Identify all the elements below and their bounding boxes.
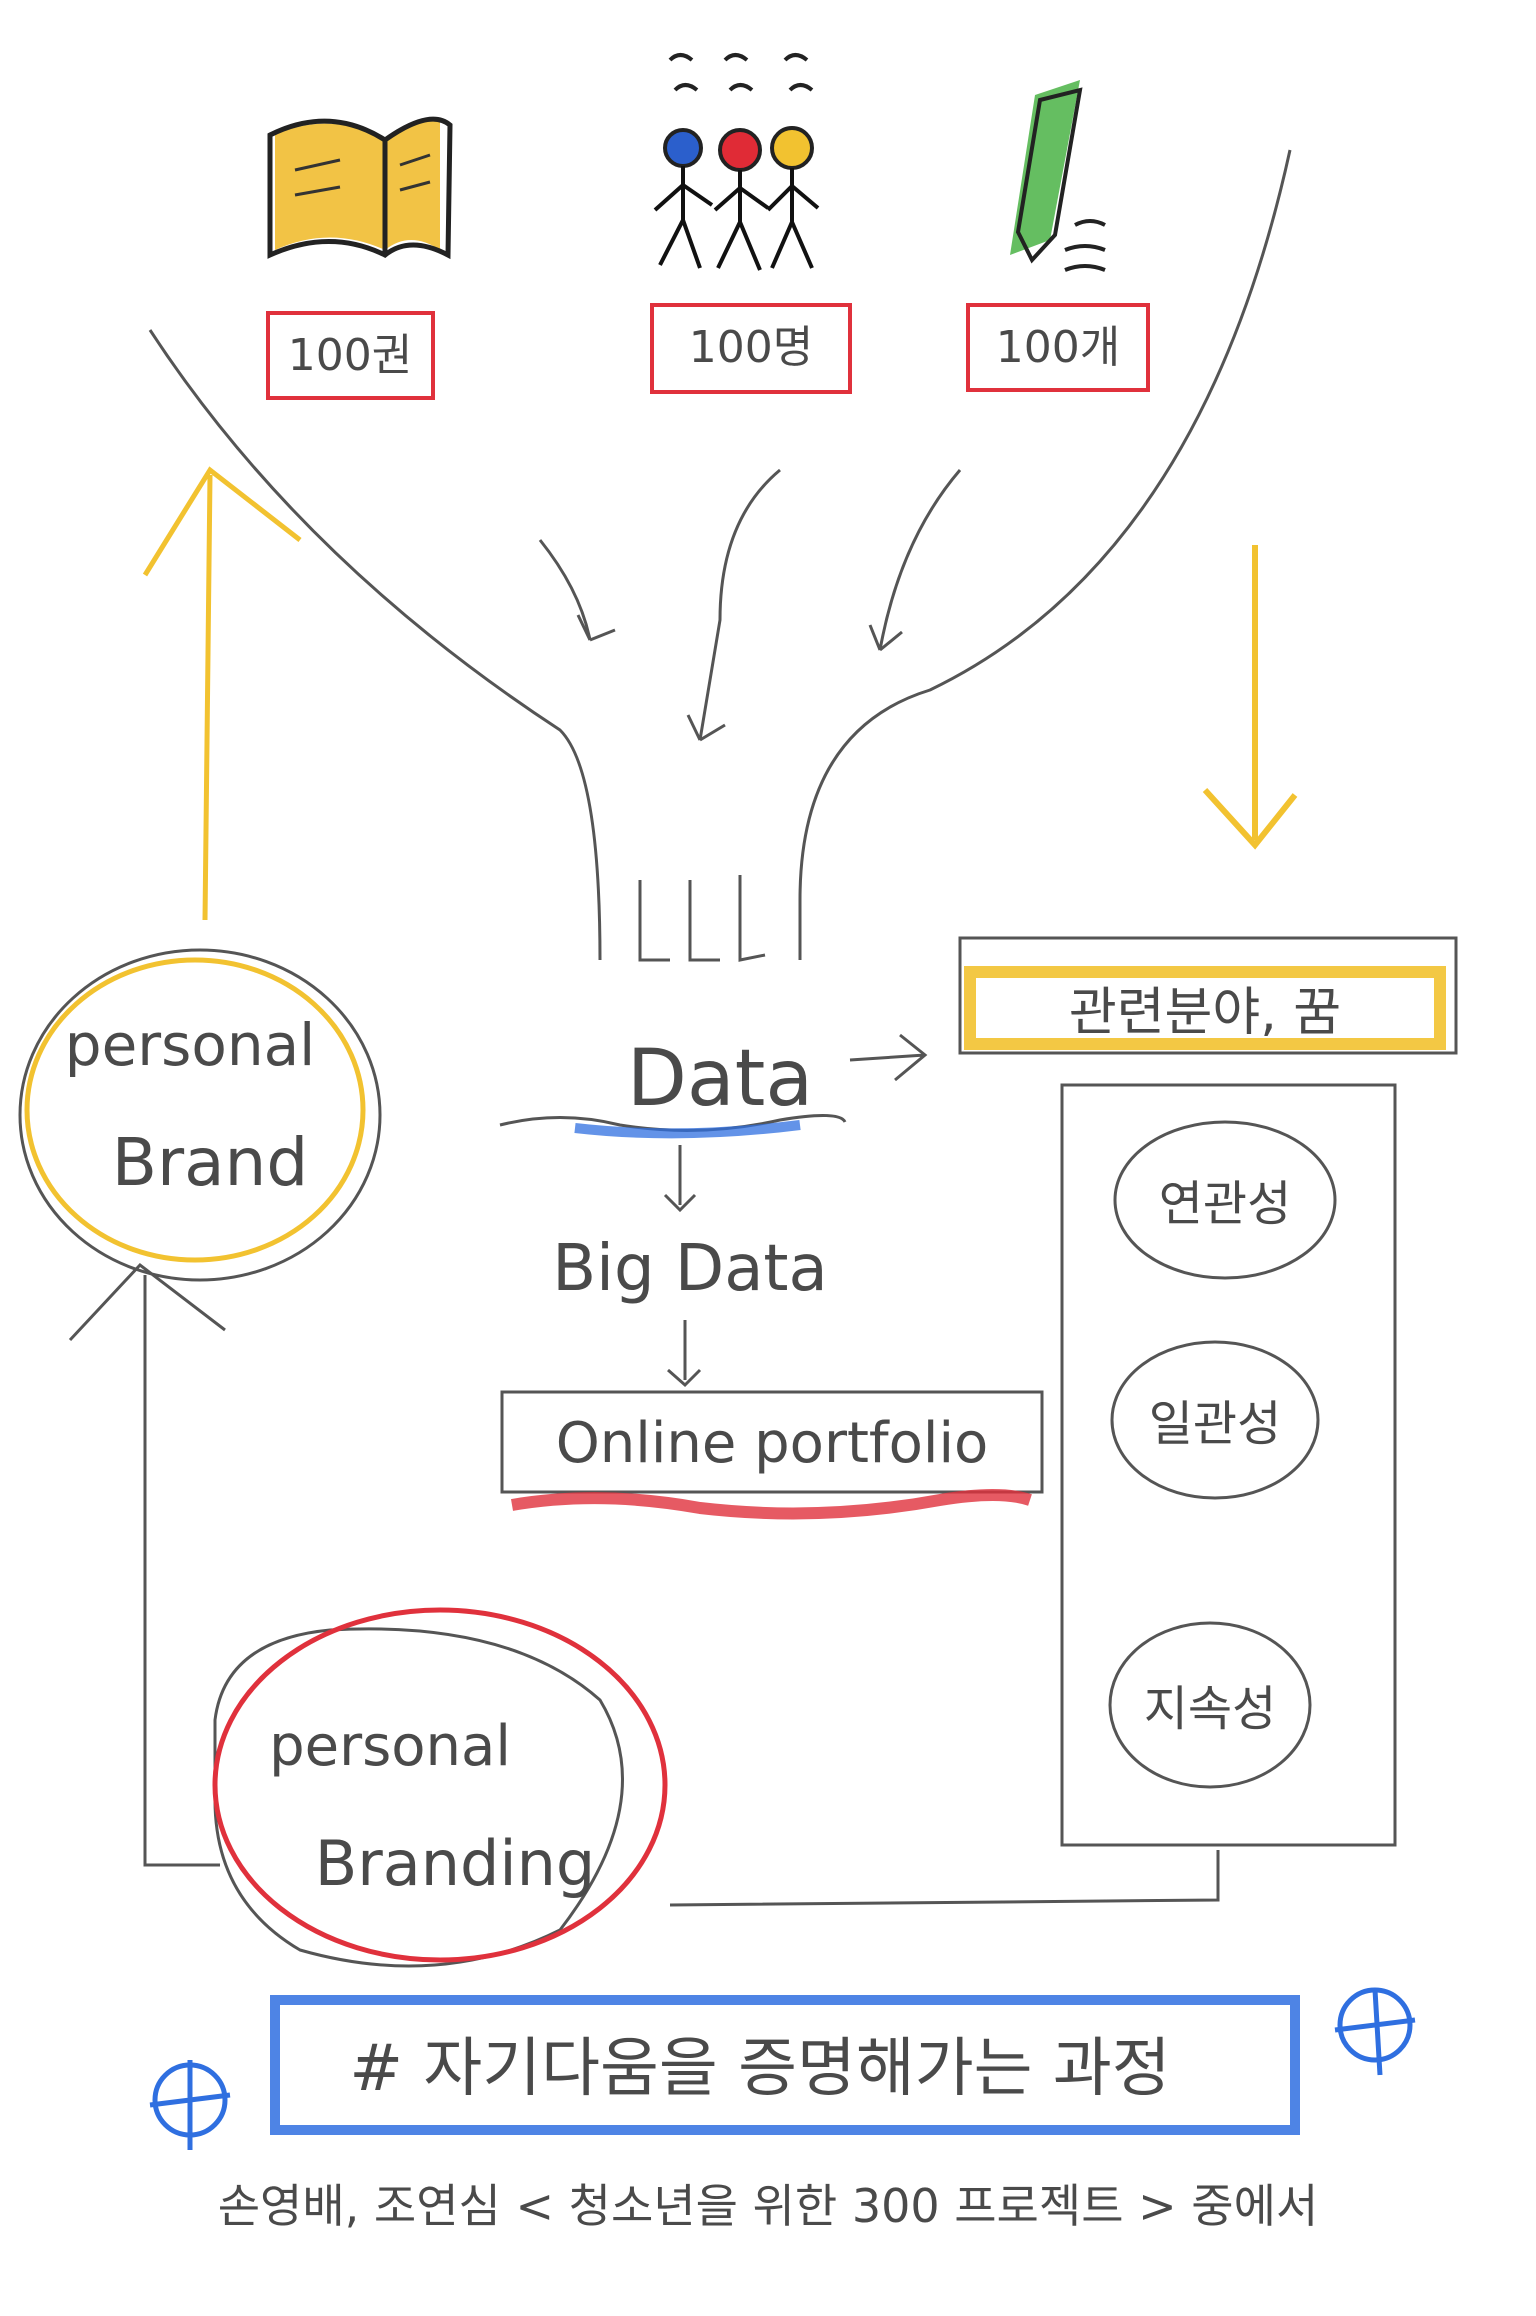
quality-label: 지속성 bbox=[1144, 1681, 1276, 1737]
input-label: 100명 bbox=[689, 322, 813, 373]
data-label: Data bbox=[627, 1034, 813, 1124]
book-icon bbox=[267, 116, 453, 260]
input-box-works: 100개 bbox=[966, 303, 1150, 392]
input-box-people: 100명 bbox=[650, 303, 852, 394]
yellow-down-arrow bbox=[1202, 545, 1298, 850]
online-portfolio-label: Online portfolio bbox=[556, 1411, 989, 1476]
quality-label: 일관성 bbox=[1149, 1396, 1281, 1452]
data-node: Data bbox=[499, 1034, 847, 1139]
arrow-data-to-bigdata bbox=[663, 1145, 697, 1213]
qualities-column: 연관성 일관성 지속성 bbox=[1060, 1083, 1397, 1847]
input-box-books: 100권 bbox=[266, 311, 435, 400]
personal-brand-line2: Brand bbox=[112, 1124, 309, 1201]
personal-brand-node: personal Brand bbox=[18, 948, 382, 1282]
field-box: 관련분야, 꿈 bbox=[958, 936, 1458, 1055]
personal-branding-node: personal Branding bbox=[212, 1607, 668, 1968]
arrow-data-to-field bbox=[849, 1033, 928, 1082]
funnel-lines bbox=[148, 149, 1292, 962]
personal-branding-line2: Branding bbox=[315, 1827, 596, 1900]
yellow-up-arrow bbox=[142, 466, 302, 921]
tagline-box: # 자기다움을 증명해가는 과정 bbox=[270, 1995, 1300, 2135]
field-box-title: 관련분야, 꿈 bbox=[1069, 983, 1341, 1043]
online-portfolio-box: Online portfolio bbox=[500, 1390, 1044, 1520]
quality-bubble bbox=[1113, 1120, 1337, 1280]
arrow-bigdata-to-portfolio bbox=[667, 1320, 702, 1388]
personal-brand-line1: personal bbox=[65, 1011, 315, 1079]
quality-bubble bbox=[1108, 1621, 1312, 1789]
quality-label: 연관성 bbox=[1159, 1176, 1291, 1232]
big-data-label: Big Data bbox=[552, 1232, 827, 1306]
personal-branding-line1: personal bbox=[269, 1714, 511, 1779]
loop-connector bbox=[68, 1262, 1220, 1907]
source-citation: 손영배, 조연심 < 청소년을 위한 300 프로젝트 > 중에서 bbox=[218, 2179, 1319, 2233]
tagline-text: # 자기다움을 증명해가는 과정 bbox=[349, 2032, 1170, 2106]
quality-bubble bbox=[1110, 1340, 1320, 1500]
input-label: 100권 bbox=[288, 330, 412, 381]
input-label: 100개 bbox=[996, 322, 1120, 373]
blue-star-icon bbox=[149, 1987, 1416, 2150]
pen-icon bbox=[1010, 80, 1106, 272]
people-icon bbox=[653, 53, 820, 271]
